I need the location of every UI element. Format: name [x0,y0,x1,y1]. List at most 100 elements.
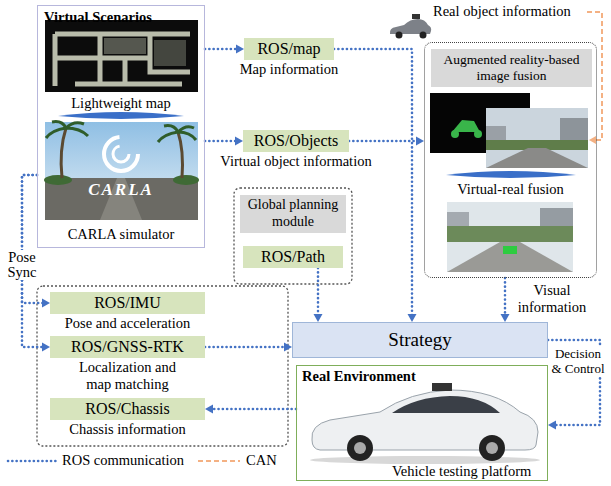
carla-image [46,122,88,138]
carla-image [178,132,183,178]
image-caption: CARLA simulator [38,226,204,243]
map-bracket [58,112,184,119]
panel-title: Real Environment [302,368,416,385]
image-caption: Vehicle testing platform [392,463,531,480]
connector [22,175,50,308]
topic-name: ROS/IMU [94,294,161,312]
fused-image [447,226,573,242]
can-line [589,136,596,144]
process-box: Global planning module [240,195,346,233]
connector [205,405,296,414]
connector-line [205,346,285,349]
sensor-car-icon [412,14,420,19]
sensor-group-outline [37,286,288,446]
planning-group-outline [234,188,352,284]
arrowhead [548,421,556,430]
real-street-image [486,148,588,168]
carla-image [158,126,196,142]
real-street-image [486,108,588,168]
ros-topic-box: ROS/GNSS-RTKLocalization and map matchin… [50,336,205,358]
arrowhead [284,343,292,352]
virtual-scenarios-panel: Virtual ScenariosLightweight mapCARLA si… [37,5,205,248]
vehicle-image [479,435,505,461]
virtual-object-image [474,130,482,138]
connector-line [212,408,296,411]
legend-sample-line [198,460,240,462]
arrowhead [416,137,424,146]
connector [314,268,323,322]
vehicle-image [392,396,500,413]
connector [334,49,417,322]
carla-image [104,137,138,171]
fused-image [447,202,573,272]
topic-caption: Pose and acceleration [65,315,191,332]
arrowhead [205,405,213,414]
topic-caption: Map information [240,61,339,78]
vehicle-image [354,442,366,454]
ros-topic-box: ROS/ChassisChassis information [50,398,205,420]
virtual-object-image [451,130,459,138]
process-box: Augmented reality-based image fusion [431,49,592,87]
carla-image [45,122,198,220]
ros-topic-box: ROS/Path [243,246,343,268]
fusion-panel: Virtual-real fusion Augmented reality-bas… [424,42,597,278]
sensor-car-icon [390,19,431,34]
connector-label: Pose Sync [3,250,41,280]
map-image [45,20,198,92]
fusion-bracket [446,171,576,178]
ros-topic-box: ROS/IMUPose and acceleration [50,292,205,314]
vehicle-image [432,383,452,391]
connector [349,137,424,146]
vehicle-image [347,435,373,461]
topic-caption: Localization and map matching [69,359,187,392]
connector [205,45,244,54]
connector-line [349,140,417,143]
strategy-name: Strategy [388,329,451,351]
legend-item: ROS communication [6,452,184,469]
process-name: Augmented reality-based image fusion [435,52,588,84]
fused-image [447,202,573,272]
map-image [45,20,198,92]
annotation-label: Real object information [433,3,571,20]
vehicle-image [310,456,540,464]
map-bracket [58,112,184,119]
process-name: Global planning module [244,197,342,231]
arrowhead [42,343,50,352]
vehicle-image [312,390,538,450]
fusion-bracket [446,171,576,178]
ros-topic-box: ROS/mapMap information [244,38,334,60]
connector-label: Visual information [512,282,592,315]
map-image [154,40,186,66]
arrowhead [501,314,510,322]
connector-line [205,48,237,51]
carla-image [61,128,66,178]
connector-line [205,140,236,143]
connector-line [504,278,507,315]
sensor-car-icon [396,32,403,39]
sensor-car-icon [390,14,431,39]
strategy-box: Strategy [292,322,548,358]
connector [205,137,243,146]
topic-caption: Virtual object information [220,153,371,170]
arrowhead [42,299,50,308]
real-street-image [486,108,588,168]
connector-line [22,175,43,303]
topic-name: ROS/Path [261,248,325,266]
connector [205,343,292,352]
vehicle-image [310,383,540,464]
carla-image [44,175,72,185]
arrowhead [408,314,417,322]
topic-name: ROS/map [257,40,320,58]
topic-name: ROS/Chassis [85,400,169,418]
fused-image [447,242,573,272]
arrowhead [314,314,323,322]
image-caption: Lightweight map [38,95,204,112]
carla-image [45,178,198,220]
carla-image [113,146,129,162]
image-caption: Virtual-real fusion [425,181,596,198]
arrowhead [235,137,243,146]
panel-title: Virtual Scenarios [44,9,152,26]
connector-label: Decision & Control [550,347,606,377]
legend-text: ROS communication [62,452,184,469]
